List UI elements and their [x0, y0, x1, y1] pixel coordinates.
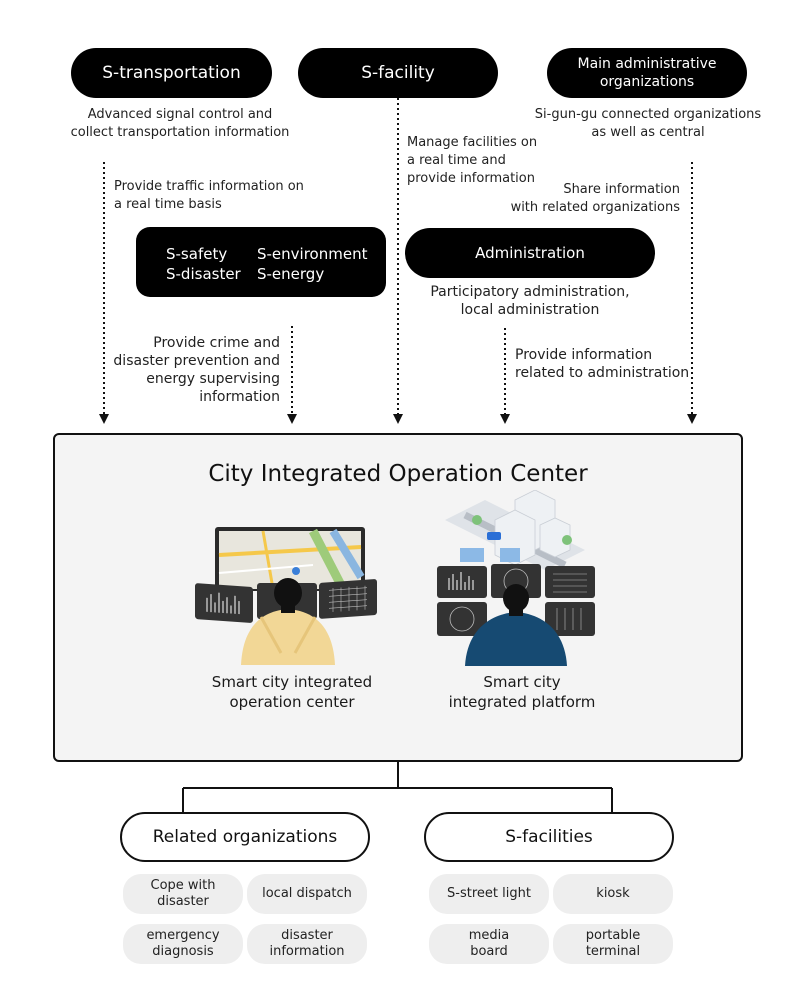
- s-energy-label: S-energy: [257, 265, 325, 283]
- environment-column: S-environment S-energy: [257, 244, 367, 284]
- integrated-platform-illustration: [437, 490, 595, 666]
- operation-center-box: City Integrated Operation Center: [53, 433, 743, 762]
- node-label: S-facilities: [505, 827, 593, 847]
- admin-orgs-description: Si-gun-gu connected organizations as wel…: [534, 107, 762, 140]
- transport-description: Advanced signal control and collect tran…: [70, 107, 290, 140]
- s-environment-label: S-environment: [257, 245, 368, 263]
- node-label: Related organizations: [152, 827, 338, 847]
- node-label: S-facility: [361, 63, 435, 83]
- traffic-info-note: Provide traffic information on a real ti…: [114, 179, 304, 212]
- node-label: Administration: [475, 244, 585, 262]
- crime-prevention-note: Provide crime and disaster prevention an…: [113, 335, 280, 405]
- tree-connector: [182, 762, 613, 812]
- node-safety-environment: S-safety S-disaster S-environment S-ener…: [136, 227, 386, 297]
- node-label: S-transportation: [102, 63, 241, 83]
- s-safety-label: S-safety: [166, 245, 228, 263]
- right-caption: Smart city integrated platform: [448, 673, 596, 711]
- admin-description: Participatory administration, local admi…: [430, 284, 630, 318]
- node-administration: Administration: [405, 228, 655, 278]
- tag-street-light: S-street light: [429, 874, 549, 914]
- node-s-facility: S-facility: [298, 48, 498, 98]
- center-title: City Integrated Operation Center: [208, 461, 588, 487]
- admin-info-note: Provide information related to administr…: [515, 347, 690, 381]
- tag-local-dispatch: local dispatch: [247, 874, 367, 914]
- operation-center-illustration: [195, 527, 377, 665]
- left-caption: Smart city integrated operation center: [211, 673, 373, 711]
- share-info-note: Share information with related organizat…: [510, 182, 680, 215]
- safety-column: S-safety S-disaster: [166, 244, 241, 284]
- s-disaster-label: S-disaster: [166, 265, 241, 283]
- facility-description: Manage facilities on a real time and pro…: [407, 135, 538, 186]
- node-related-organizations: Related organizations: [120, 812, 370, 862]
- node-s-transportation: S-transportation: [71, 48, 272, 98]
- node-main-admin-orgs: Main administrative organizations: [547, 48, 747, 98]
- tag-kiosk: kiosk: [553, 874, 673, 914]
- node-label: Main administrative organizations: [577, 56, 717, 90]
- node-s-facilities: S-facilities: [424, 812, 674, 862]
